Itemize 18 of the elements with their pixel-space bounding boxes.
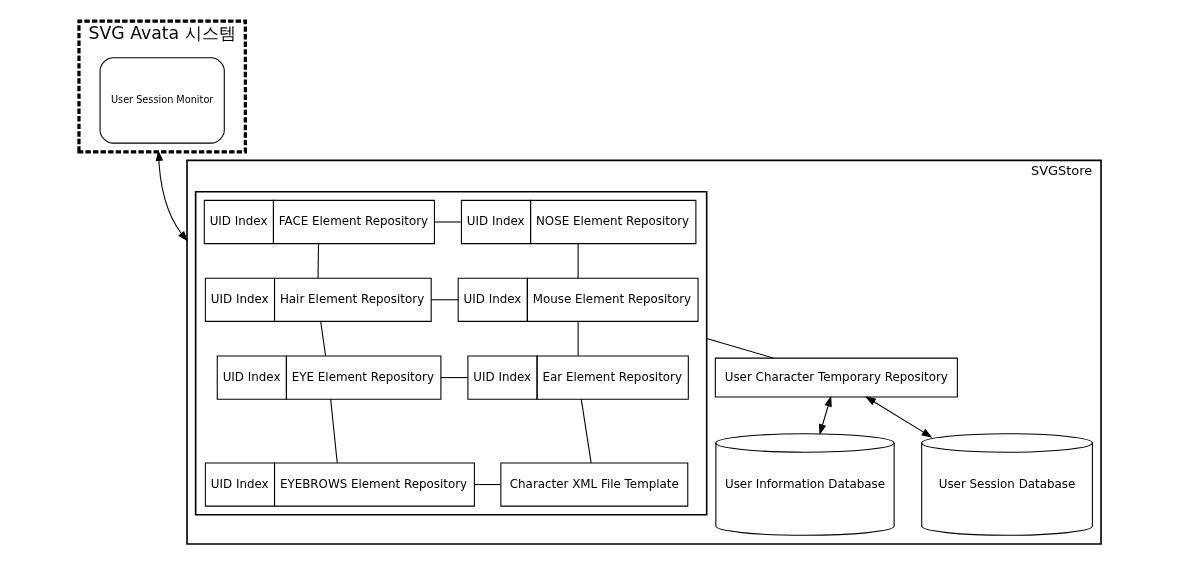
node-box: User Session Monitor [99, 57, 225, 144]
connector [577, 243, 579, 279]
node-box: User Character Temporary Repository [714, 357, 958, 398]
connector [705, 337, 774, 359]
connector [577, 321, 579, 357]
connector [319, 321, 326, 357]
arrow [864, 396, 932, 438]
connector [473, 484, 501, 486]
connector [580, 398, 592, 464]
cluster [194, 190, 707, 516]
connector [317, 243, 319, 279]
connector [433, 221, 461, 223]
arrow [155, 150, 188, 242]
arrow [818, 395, 832, 435]
node-box: Character XML File Template [499, 462, 688, 507]
connector [430, 299, 459, 301]
connector [329, 398, 338, 464]
connector [439, 377, 468, 379]
